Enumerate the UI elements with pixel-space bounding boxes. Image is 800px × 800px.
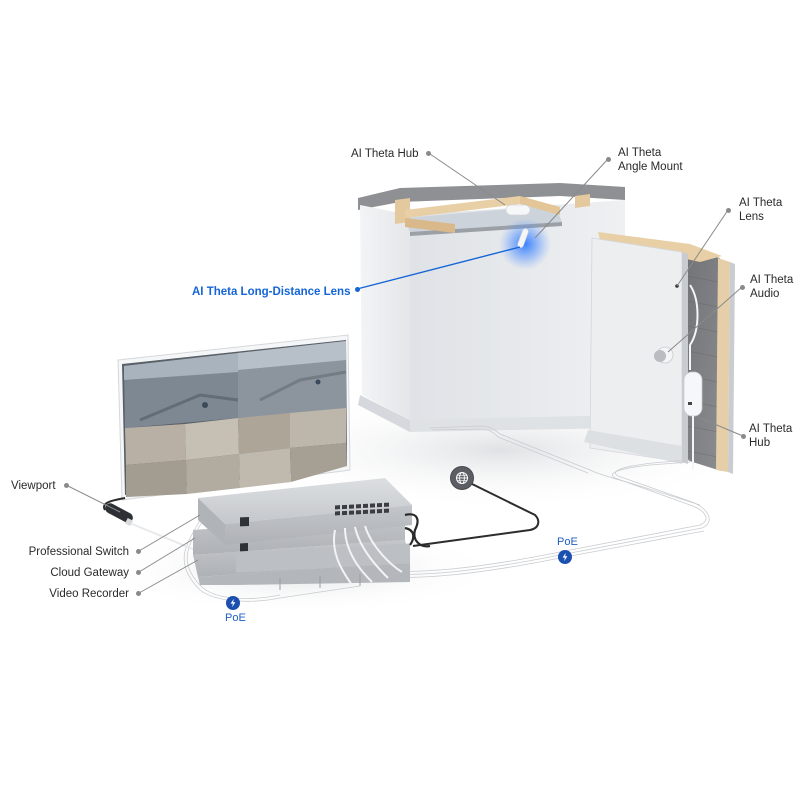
callout-dot (426, 151, 431, 156)
callout-label-line2: Angle Mount (618, 161, 683, 173)
callout-label: Video Recorder (49, 588, 129, 600)
poe-label: PoE (557, 536, 578, 548)
callout-label-line1: AI Theta (739, 197, 783, 209)
network-stack (193, 478, 431, 590)
poe-label: PoE (225, 612, 246, 624)
lightning-bolt-icon (558, 550, 572, 564)
leader-lines (65, 153, 744, 594)
callout-label-line1: AI Theta (749, 423, 793, 435)
callout-label-line2: Audio (750, 288, 780, 300)
ceiling-hub-device (505, 204, 531, 216)
callout-label: AI Theta Hub (351, 148, 419, 160)
callout-dot (355, 287, 360, 292)
callout-label: Professional Switch (28, 546, 129, 558)
callout-label: Viewport (11, 480, 56, 492)
callout-dot (64, 483, 69, 488)
callout-label-line2: Lens (739, 211, 764, 223)
viewport-device (105, 503, 134, 527)
callout-dot (136, 570, 141, 575)
callout-label-line2: Hub (749, 437, 771, 449)
callout-dot (726, 208, 731, 213)
lightning-bolt-icon (226, 596, 240, 610)
callout-dot (136, 591, 141, 596)
poe-cable-runs (183, 425, 710, 602)
callout-dot (740, 285, 745, 290)
viewport-cable (131, 523, 201, 553)
monitor-display (117, 334, 351, 501)
callout-dot (741, 434, 746, 439)
callout-label: Cloud Gateway (50, 567, 129, 579)
lens-glow (499, 218, 551, 270)
main-wall (358, 183, 625, 432)
side-wall (584, 232, 735, 474)
accent-leader-line (356, 246, 521, 290)
hdmi-cable (103, 497, 126, 511)
callout-dot (606, 157, 611, 162)
callout-dot (136, 549, 141, 554)
globe-icon (451, 467, 473, 489)
callout-label-line1: AI Theta (618, 147, 662, 159)
callout-label: AI Theta Long-Distance Lens (192, 286, 351, 298)
callout-label-line1: AI Theta (750, 274, 794, 286)
internet-cable (412, 481, 540, 547)
